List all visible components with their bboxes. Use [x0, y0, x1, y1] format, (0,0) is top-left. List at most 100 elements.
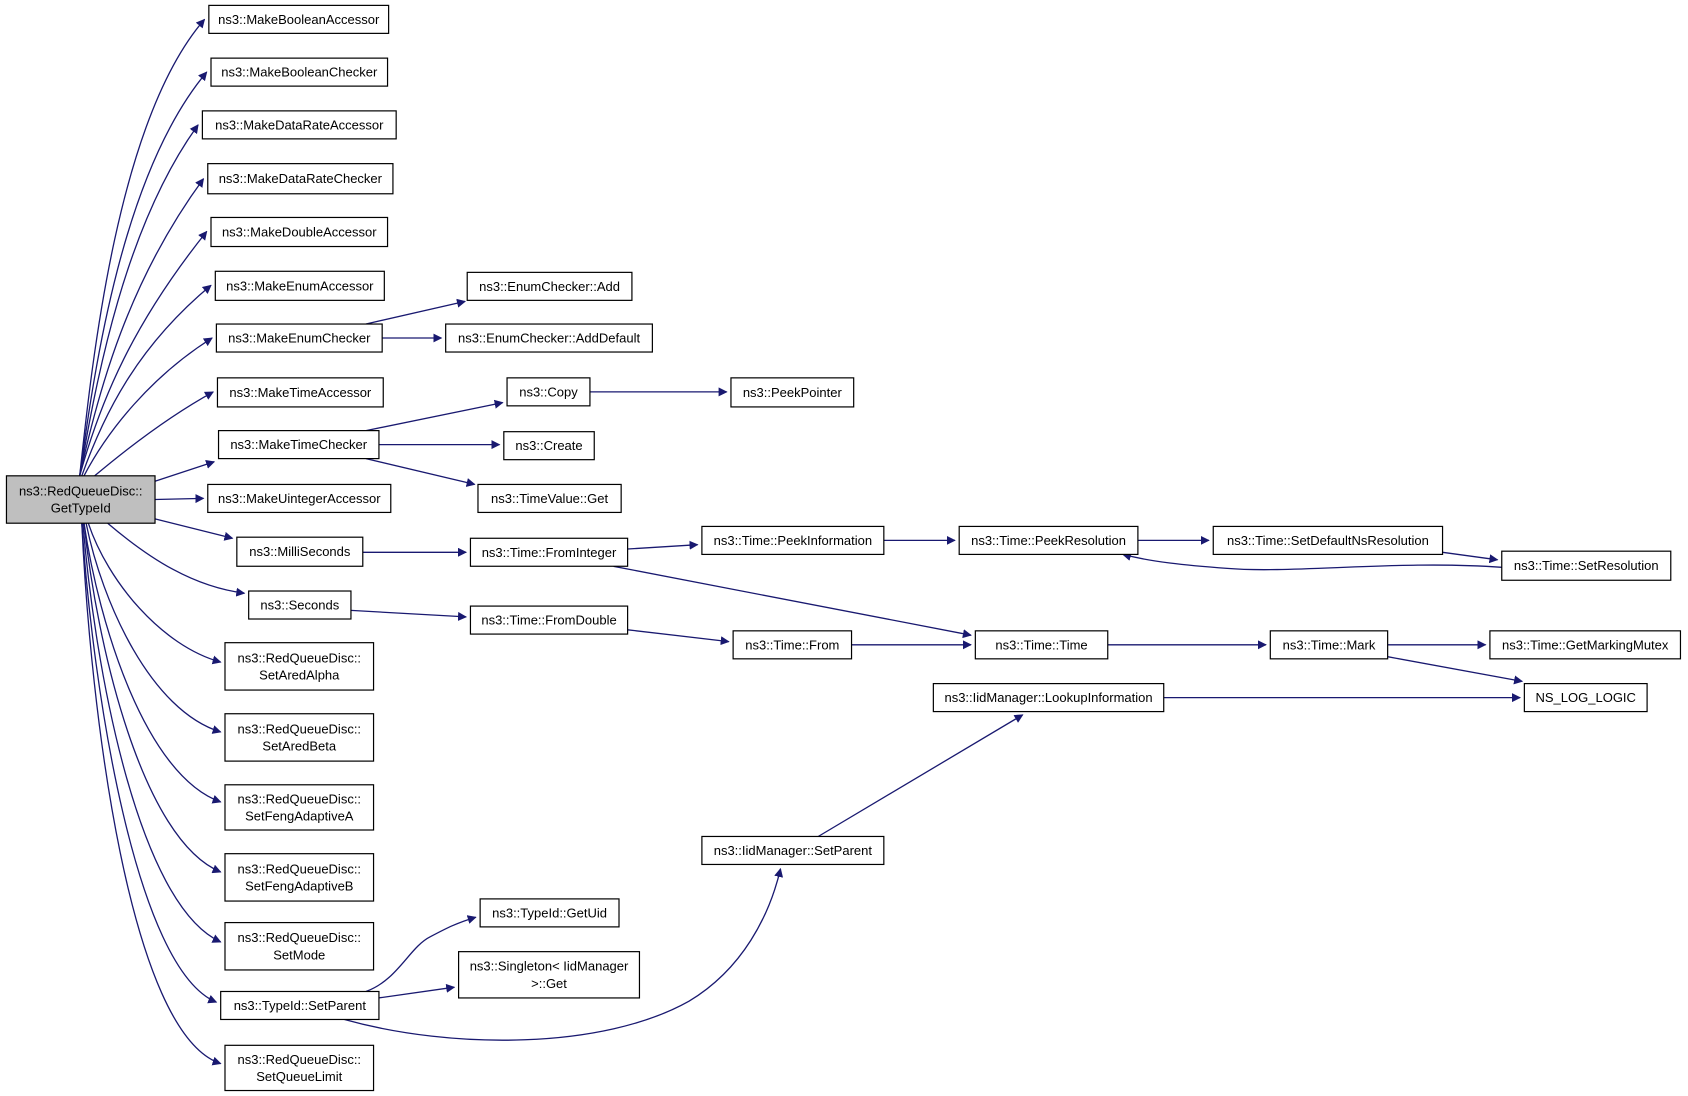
node-mba[interactable]: ns3::MakeBooleanAccessor: [208, 4, 390, 34]
node-label: ns3::Time::GetMarkingMutex: [1502, 637, 1669, 652]
node-box: [216, 377, 384, 408]
edge-root-to-mba: [79, 18, 206, 476]
node-saa[interactable]: ns3::RedQueueDisc::SetAredAlpha: [224, 642, 375, 691]
node-label: ns3::Copy: [519, 384, 578, 399]
node-peekptr[interactable]: ns3::PeekPointer: [730, 377, 855, 408]
node-label: >::Get: [531, 976, 567, 991]
node-singleton[interactable]: ns3::Singleton< IidManager>::Get: [458, 951, 641, 999]
node-label: SetMode: [273, 947, 325, 962]
node-label: ns3::IidManager::LookupInformation: [944, 690, 1152, 705]
node-mbc[interactable]: ns3::MakeBooleanChecker: [210, 57, 389, 87]
node-label: ns3::MakeUintegerAccessor: [218, 491, 381, 506]
node-box: [458, 951, 641, 999]
edge-setdef-to-setres: [1442, 551, 1499, 564]
node-from[interactable]: ns3::Time::From: [732, 630, 853, 660]
node-box: [1489, 630, 1682, 660]
node-mtc[interactable]: ns3::MakeTimeChecker: [217, 430, 380, 460]
node-box: [701, 835, 885, 866]
node-tvget[interactable]: ns3::TimeValue::Get: [477, 483, 622, 514]
node-box: [207, 483, 392, 514]
node-smode[interactable]: ns3::RedQueueDisc::SetMode: [224, 921, 375, 971]
node-ecadd[interactable]: ns3::EnumChecker::Add: [466, 271, 633, 301]
node-label: ns3::Time::SetResolution: [1514, 558, 1659, 573]
node-box: [469, 605, 629, 635]
node-label: ns3::Time::FromInteger: [482, 545, 617, 560]
node-sec[interactable]: ns3::Seconds: [248, 590, 352, 620]
node-label: ns3::Time::FromDouble: [481, 613, 616, 628]
node-label: ns3::Time::PeekInformation: [714, 533, 872, 548]
edge-mec-to-ecadd: [365, 298, 466, 325]
node-root[interactable]: ns3::RedQueueDisc::GetTypeId: [5, 475, 156, 524]
edge-setres-to-peekres: [1121, 552, 1502, 571]
node-sab[interactable]: ns3::RedQueueDisc::SetAredBeta: [224, 713, 375, 762]
node-label: ns3::MakeDataRateAccessor: [215, 117, 384, 132]
node-sql[interactable]: ns3::RedQueueDisc::SetQueueLimit: [224, 1044, 375, 1092]
node-label: ns3::RedQueueDisc::: [237, 721, 361, 736]
node-box: [236, 536, 364, 567]
node-label: SetFengAdaptiveA: [245, 809, 354, 824]
edge-root-to-smode: [82, 523, 222, 943]
node-ms[interactable]: ns3::MilliSeconds: [236, 536, 364, 567]
node-label: ns3::Singleton< IidManager: [470, 959, 629, 974]
node-mdra[interactable]: ns3::MakeDataRateAccessor: [201, 110, 397, 140]
node-mda[interactable]: ns3::MakeDoubleAccessor: [210, 216, 389, 248]
node-copy[interactable]: ns3::Copy: [506, 377, 591, 407]
edge-root-to-sql: [81, 523, 222, 1066]
edge-root-to-sfb: [83, 523, 222, 874]
node-label: ns3::Time::From: [745, 637, 839, 652]
node-box: [224, 853, 375, 902]
node-peekinfo[interactable]: ns3::Time::PeekInformation: [701, 525, 885, 556]
node-label: ns3::RedQueueDisc::: [237, 930, 361, 945]
node-mdrc[interactable]: ns3::MakeDataRateChecker: [207, 163, 394, 195]
node-setdef[interactable]: ns3::Time::SetDefaultNsResolution: [1212, 525, 1444, 556]
node-box: [466, 271, 633, 301]
node-box: [1212, 525, 1444, 556]
node-peekres[interactable]: ns3::Time::PeekResolution: [958, 525, 1139, 556]
node-box: [1501, 550, 1672, 581]
node-mea[interactable]: ns3::MakeEnumAccessor: [214, 270, 385, 301]
edge-root-to-saa: [87, 522, 222, 665]
node-sfa[interactable]: ns3::RedQueueDisc::SetFengAdaptiveA: [224, 784, 375, 831]
node-label: ns3::MakeBooleanChecker: [221, 65, 378, 80]
node-label: ns3::RedQueueDisc::: [237, 650, 361, 665]
node-layer: ns3::RedQueueDisc::GetTypeId ns3::MakeBoo…: [5, 4, 1682, 1092]
node-fromdbl[interactable]: ns3::Time::FromDouble: [469, 605, 629, 635]
edge-sec-to-fromdbl: [350, 609, 467, 621]
node-box: [208, 4, 390, 34]
node-box: [5, 475, 156, 524]
node-mua[interactable]: ns3::MakeUintegerAccessor: [207, 483, 392, 514]
edge-root-to-mda: [79, 230, 208, 476]
edge-root-to-mea: [81, 284, 212, 477]
node-time[interactable]: ns3::Time::Time: [974, 630, 1109, 660]
node-getmm[interactable]: ns3::Time::GetMarkingMutex: [1489, 630, 1682, 660]
node-box: [958, 525, 1139, 556]
node-label: ns3::Create: [515, 438, 582, 453]
node-create[interactable]: ns3::Create: [503, 431, 595, 461]
node-label: ns3::MakeDoubleAccessor: [222, 224, 377, 239]
node-iidsp[interactable]: ns3::IidManager::SetParent: [701, 835, 885, 866]
edge-root-to-mdra: [79, 124, 199, 476]
node-label: GetTypeId: [51, 501, 111, 516]
node-box: [224, 784, 375, 831]
node-label: ns3::MakeBooleanAccessor: [218, 12, 380, 27]
node-mta[interactable]: ns3::MakeTimeAccessor: [216, 377, 384, 408]
node-box: [201, 110, 397, 140]
node-tsp[interactable]: ns3::TypeId::SetParent: [220, 990, 380, 1021]
node-label: ns3::MakeTimeChecker: [230, 437, 367, 452]
node-ecaddd[interactable]: ns3::EnumChecker::AddDefault: [445, 323, 653, 353]
node-setres[interactable]: ns3::Time::SetResolution: [1501, 550, 1672, 581]
node-box: [503, 431, 595, 461]
node-lookup[interactable]: ns3::IidManager::LookupInformation: [932, 682, 1165, 713]
node-getuid[interactable]: ns3::TypeId::GetUid: [479, 898, 620, 928]
node-label: SetFengAdaptiveB: [245, 878, 353, 893]
node-mark[interactable]: ns3::Time::Mark: [1269, 630, 1389, 660]
node-box: [469, 537, 629, 567]
node-label: ns3::RedQueueDisc::: [237, 791, 361, 806]
node-sfb[interactable]: ns3::RedQueueDisc::SetFengAdaptiveB: [224, 853, 375, 902]
node-label: ns3::MakeEnumChecker: [228, 331, 371, 346]
node-fromint[interactable]: ns3::Time::FromInteger: [469, 537, 629, 567]
node-box: [214, 270, 385, 301]
node-mec[interactable]: ns3::MakeEnumChecker: [215, 323, 383, 353]
node-box: [730, 377, 855, 408]
node-nslog[interactable]: NS_LOG_LOGIC: [1523, 682, 1648, 713]
